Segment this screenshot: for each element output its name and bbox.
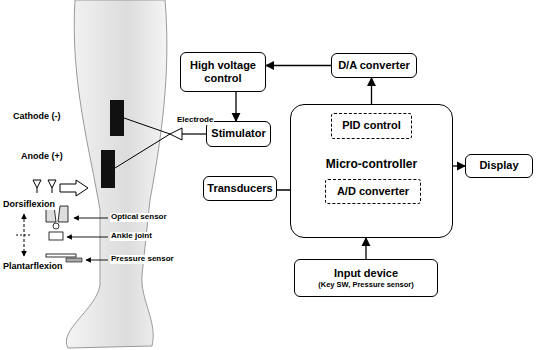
electrode-connector xyxy=(170,128,182,140)
electrode-label: Anode (+) xyxy=(20,152,64,162)
sensor-label: Ankle joint xyxy=(110,232,153,241)
node-label: Stimulator xyxy=(211,127,265,140)
anode-electrode xyxy=(101,150,115,188)
leg-outline xyxy=(66,0,167,348)
sensor-symbol xyxy=(33,180,56,188)
cathode-electrode xyxy=(110,100,124,136)
control-box: High voltage control xyxy=(180,52,266,92)
motion-label: Plantarflexion xyxy=(2,262,64,272)
hollow-arrow xyxy=(60,180,88,196)
node-label: A/D converter xyxy=(337,185,409,198)
sensor-label: Optical sensor xyxy=(110,213,168,222)
electrode-label: Cathode (-) xyxy=(12,112,62,122)
stimulator-box: Stimulator xyxy=(206,121,271,147)
input-box: Input device(Key SW, Pressure sensor) xyxy=(294,259,438,297)
sensor-label: Pressure sensor xyxy=(110,255,175,264)
transducer-box: Transducers xyxy=(203,176,277,201)
motion-label: Dorsiflexion xyxy=(2,200,56,210)
pid-box: PID control xyxy=(331,113,412,139)
leader-line xyxy=(86,260,108,261)
signal-arrow xyxy=(365,238,366,259)
converter-box: A/D converter xyxy=(325,179,421,204)
node-label: D/A converter xyxy=(338,59,410,72)
leader-line xyxy=(74,218,108,219)
node-label: Transducers xyxy=(207,182,272,195)
pressure-sensor-symbol xyxy=(46,254,76,257)
microcontroller-box: Micro-controller PID controlA/D converter xyxy=(290,104,453,238)
signal-arrow xyxy=(453,165,465,166)
electrode-label: Electrode xyxy=(176,116,214,125)
leader-line xyxy=(67,237,108,238)
node-label: High voltage control xyxy=(181,59,265,85)
node-label: Input device xyxy=(334,267,398,280)
node-label: Micro-controller xyxy=(291,157,452,171)
electrode-wire xyxy=(115,134,170,168)
node-label: PID control xyxy=(342,119,401,132)
display-box: Display xyxy=(465,154,533,178)
signal-arrow xyxy=(235,92,236,121)
node-subtext: (Key SW, Pressure sensor) xyxy=(318,280,413,289)
stimulator-wire xyxy=(182,133,206,134)
node-label: Display xyxy=(479,159,518,172)
electrode-wire xyxy=(124,118,170,134)
ankle-joint-symbol xyxy=(49,232,63,240)
signal-arrow xyxy=(266,65,331,66)
converter-box: D/A converter xyxy=(331,53,417,78)
